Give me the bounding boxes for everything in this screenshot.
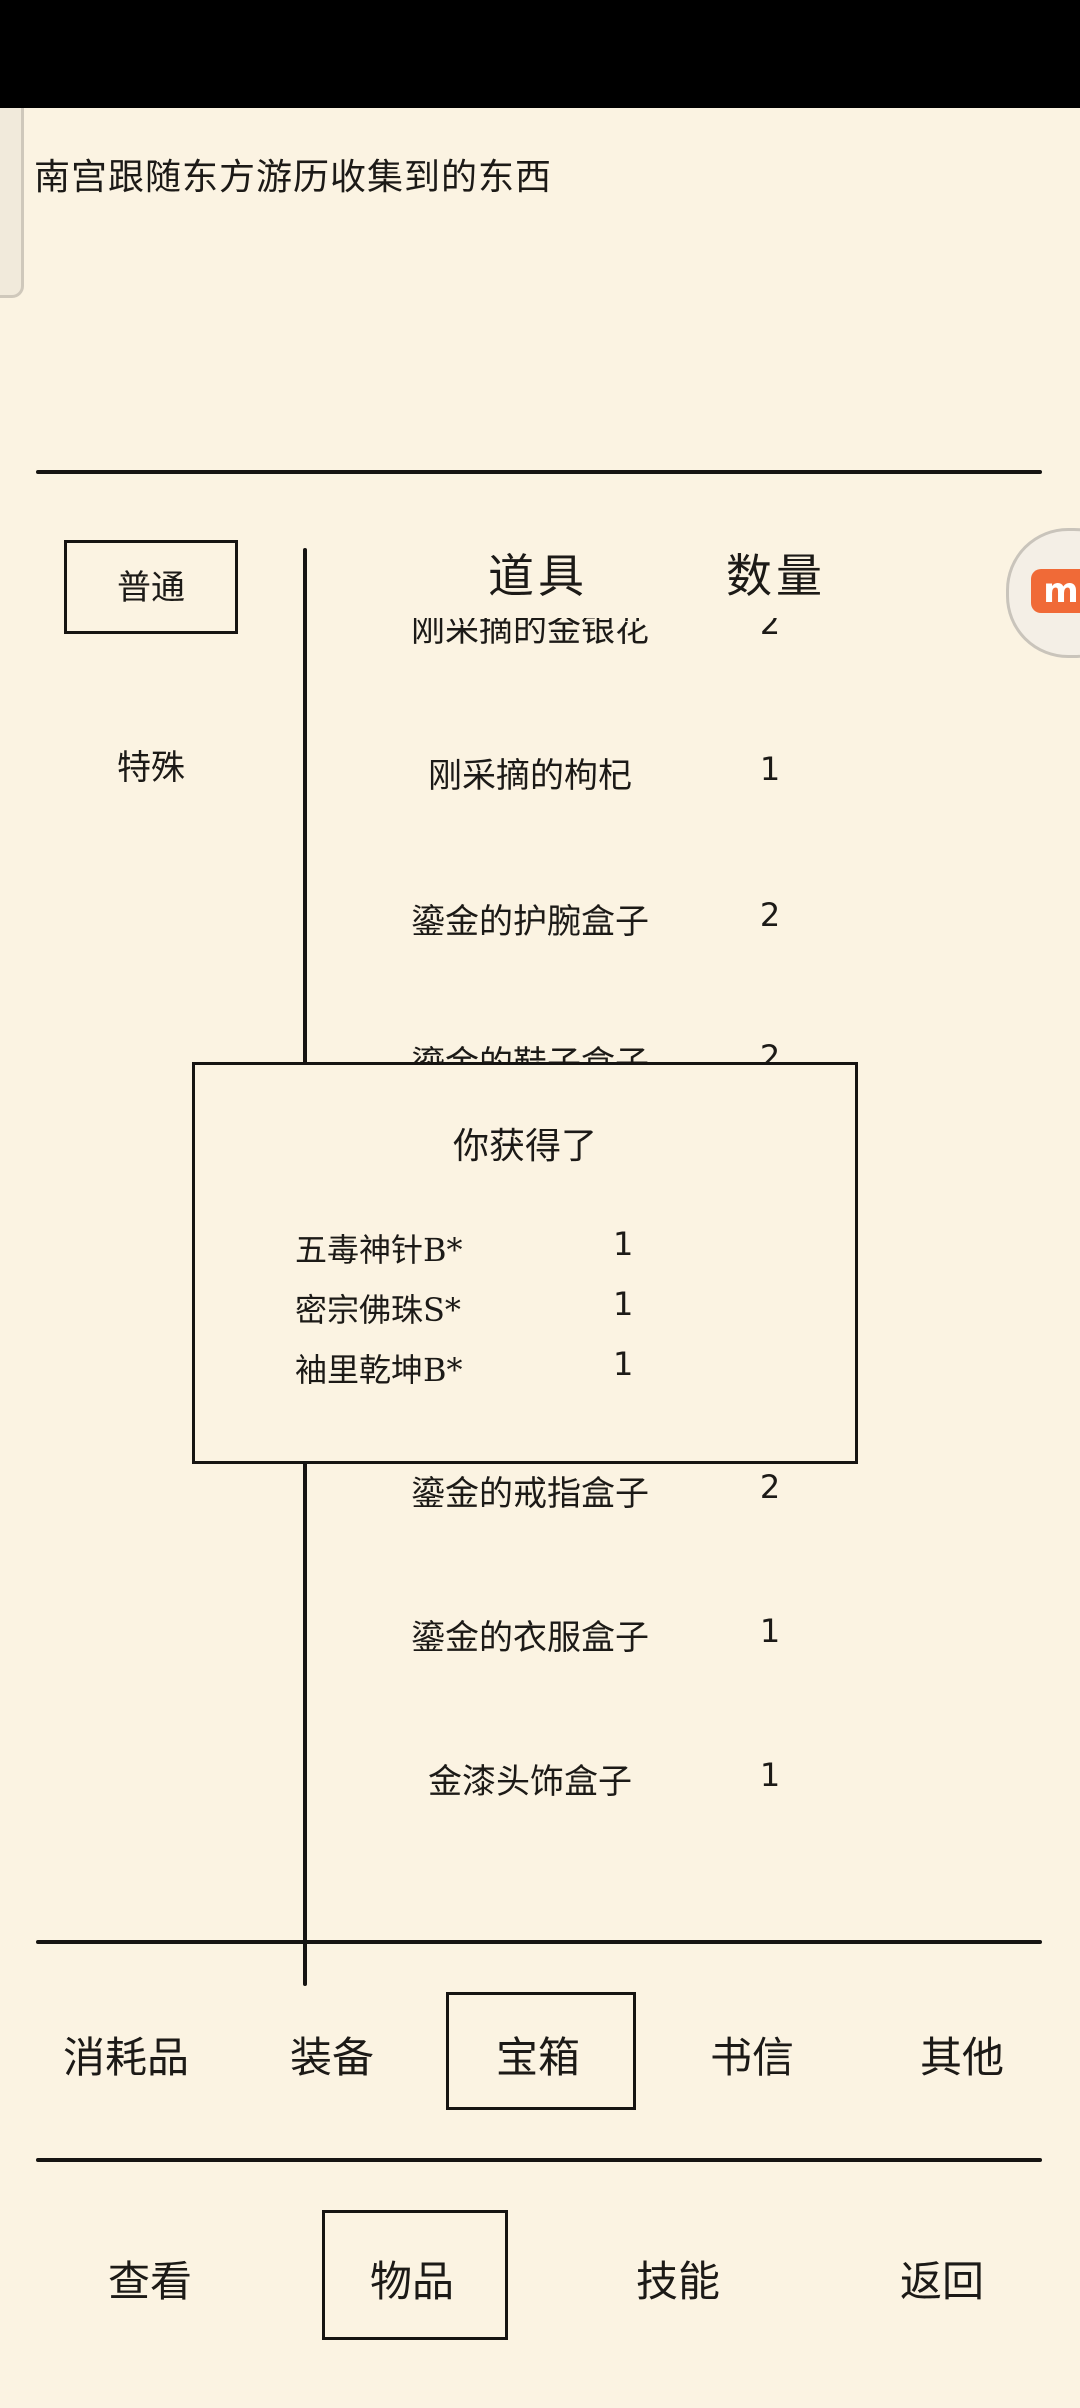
m-app-icon: m bbox=[1031, 569, 1080, 613]
item-qty: 2 bbox=[759, 618, 781, 642]
reward-dialog-title: 你获得了 bbox=[452, 1126, 597, 1167]
sidebar-item-normal[interactable]: 普通 bbox=[117, 568, 185, 608]
divider-top bbox=[36, 470, 1042, 474]
nav-skills[interactable]: 技能 bbox=[635, 2257, 720, 2306]
tab-consumables[interactable]: 消耗品 bbox=[62, 2033, 189, 2082]
reward-item-name: 五毒神针B* bbox=[295, 1231, 463, 1269]
column-header-item: 道具 bbox=[488, 549, 588, 603]
tab-equipment[interactable]: 装备 bbox=[289, 2033, 374, 2082]
column-header-qty: 数量 bbox=[726, 549, 826, 603]
reward-item-name: 密宗佛珠S* bbox=[295, 1291, 461, 1329]
reward-item: 五毒神针B* 1 bbox=[295, 1225, 755, 1275]
reward-item-name: 袖里乾坤B* bbox=[295, 1351, 463, 1389]
divider-nav-top bbox=[36, 2158, 1042, 2162]
item-name: 金漆头饰盒子 bbox=[428, 1762, 632, 1802]
item-name: 刚采摘的金银花 bbox=[411, 618, 649, 650]
reward-item-qty: 1 bbox=[613, 1225, 634, 1263]
sidebar-item-normal-selected-frame bbox=[64, 540, 238, 634]
reward-dialog[interactable]: 你获得了 五毒神针B* 1 密宗佛珠S* 1 袖里乾坤B* 1 bbox=[192, 1062, 858, 1464]
item-name: 鎏金的衣服盒子 bbox=[411, 1618, 649, 1658]
item-name: 鎏金的戒指盒子 bbox=[411, 1474, 649, 1514]
divider-category-top bbox=[36, 1940, 1042, 1944]
list-item[interactable]: 鎏金的衣服盒子 1 bbox=[330, 1604, 890, 1664]
list-item[interactable]: 鎏金的戒指盒子 2 bbox=[330, 1460, 890, 1520]
list-item[interactable]: 刚采摘的枸杞 1 bbox=[330, 742, 890, 802]
reward-item-qty: 1 bbox=[613, 1285, 634, 1323]
tab-chest[interactable]: 宝箱 bbox=[495, 2033, 580, 2082]
item-qty: 1 bbox=[759, 1612, 781, 1650]
reward-item: 袖里乾坤B* 1 bbox=[295, 1345, 755, 1395]
item-name: 刚采摘的枸杞 bbox=[428, 756, 632, 796]
nav-view[interactable]: 查看 bbox=[107, 2257, 192, 2306]
status-bar bbox=[0, 0, 1080, 108]
inventory-page: 南宫跟随东方游历收集到的东西 普通 特殊 道具 数量 刚采摘的金银花 2 刚采摘… bbox=[0, 108, 1080, 2408]
item-qty: 2 bbox=[759, 896, 781, 934]
nav-items-selected-frame bbox=[322, 2210, 508, 2340]
reward-item-qty: 1 bbox=[613, 1345, 634, 1383]
sidebar-item-special[interactable]: 特殊 bbox=[117, 748, 185, 788]
nav-items[interactable]: 物品 bbox=[369, 2257, 454, 2306]
list-item[interactable]: 金漆头饰盒子 1 bbox=[330, 1748, 890, 1808]
list-item[interactable]: 刚采摘的金银花 2 bbox=[330, 618, 890, 656]
tab-chest-selected-frame bbox=[446, 1992, 636, 2110]
tab-letters[interactable]: 书信 bbox=[709, 2033, 794, 2082]
reward-item: 密宗佛珠S* 1 bbox=[295, 1285, 755, 1335]
page-subtitle: 南宫跟随东方游历收集到的东西 bbox=[34, 157, 553, 198]
item-name: 鎏金的护腕盒子 bbox=[411, 902, 649, 942]
tab-other[interactable]: 其他 bbox=[919, 2033, 1004, 2082]
nav-back[interactable]: 返回 bbox=[899, 2257, 984, 2306]
list-item[interactable]: 鎏金的护腕盒子 2 bbox=[330, 888, 890, 948]
item-qty: 1 bbox=[759, 1756, 781, 1794]
edge-drawer-handle[interactable] bbox=[0, 108, 24, 298]
item-qty: 2 bbox=[759, 1468, 781, 1506]
floating-app-badge[interactable]: m bbox=[1006, 528, 1080, 658]
item-qty: 1 bbox=[759, 750, 781, 788]
